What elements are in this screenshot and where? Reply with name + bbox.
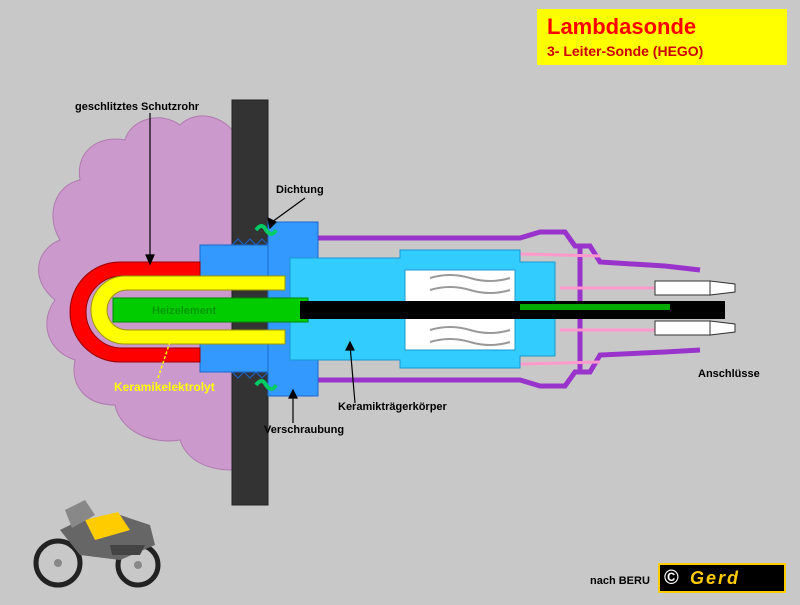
- page-subtitle: 3- Leiter-Sonde (HEGO): [547, 43, 704, 59]
- source-credit: nach BERU: [590, 575, 650, 587]
- logo-text: Gerd: [690, 568, 741, 588]
- label-verschraubung: Verschraubung: [264, 424, 345, 436]
- leader-lines: [145, 113, 356, 423]
- label-keramikelektrolyt: Keramikelektrolyt: [114, 380, 215, 394]
- label-keramiktraeger: Keramikträgerkörper: [338, 401, 447, 413]
- exhaust-gas-cloud: [38, 115, 233, 471]
- copyright-icon: ©: [664, 567, 679, 589]
- connector-pins: [654, 280, 736, 336]
- label-dichtung: Dichtung: [276, 184, 324, 196]
- electrolyte-leader: [157, 341, 171, 379]
- ceramic-electrolyte: [90, 275, 286, 345]
- label-heizelement: Heizelement: [152, 305, 217, 317]
- page-title: Lambdasonde: [547, 14, 697, 39]
- heater-element: [112, 297, 725, 323]
- motorcycle-illustration: [33, 500, 161, 588]
- protection-tube: [69, 261, 201, 363]
- label-schutzrohr: geschlitztes Schutzrohr: [75, 101, 200, 113]
- gerd-logo: © Gerd: [658, 563, 786, 593]
- gaskets: [254, 224, 278, 391]
- label-anschluesse: Anschlüsse: [698, 368, 760, 380]
- title-box: Lambdasonde 3- Leiter-Sonde (HEGO): [537, 9, 787, 65]
